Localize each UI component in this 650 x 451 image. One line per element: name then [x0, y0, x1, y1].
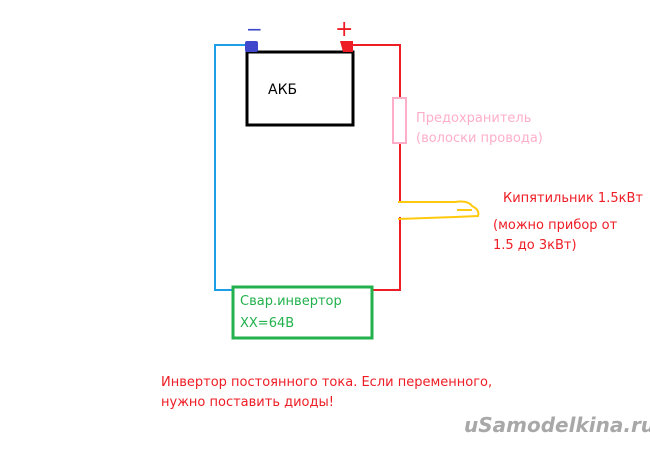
heater-label: Кипятильник 1.5кВт: [503, 191, 643, 206]
battery-label: АКБ: [268, 82, 297, 98]
fuse-symbol: [392, 97, 407, 144]
welder-box: [231, 285, 374, 340]
fuse-note: (волоски провода): [416, 131, 543, 146]
note-line-2: нужно поставить диоды!: [161, 395, 334, 410]
heater-symbol: [397, 200, 480, 220]
minus-sign: −: [246, 17, 263, 41]
plus-sign: +: [335, 17, 353, 42]
positive-wire-top: [350, 44, 401, 97]
note-line-1: Инвертор постоянного тока. Если переменн…: [161, 375, 492, 390]
fuse-label: Предохранитель: [416, 111, 531, 126]
heater-note-1: (можно прибор от: [493, 218, 618, 233]
positive-terminal: [340, 41, 353, 52]
welder-voltage: ХХ=64В: [240, 316, 294, 331]
battery-box: [245, 50, 355, 127]
negative-terminal: [245, 41, 258, 52]
negative-wire: [214, 44, 250, 291]
positive-wire-bottom: [372, 217, 401, 291]
watermark: uSamodelkina.ru: [464, 413, 650, 437]
welder-label: Свар.инвертор: [240, 294, 342, 309]
heater-note-2: 1.5 до 3кВт): [493, 238, 577, 253]
